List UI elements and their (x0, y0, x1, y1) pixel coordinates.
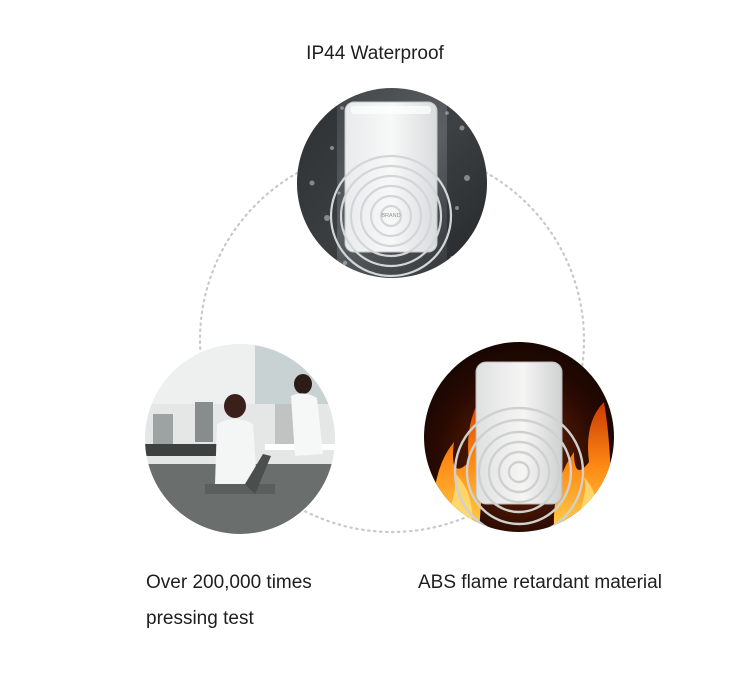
feature-title-waterproof: IP44 Waterproof (306, 43, 444, 64)
pressing-line-2: pressing test (146, 608, 254, 629)
feature-title-pressing-test: Over 200,000 times pressing test (146, 565, 376, 637)
pressing-line-1: Over 200,000 times (146, 572, 312, 593)
pressing-test-photo (145, 344, 335, 534)
waterproof-photo: BRAND (297, 88, 487, 278)
flame-retardant-photo (424, 342, 614, 532)
device-brand-text: BRAND (381, 213, 400, 219)
feature-title-flame-retardant: ABS flame retardant material (418, 572, 662, 593)
